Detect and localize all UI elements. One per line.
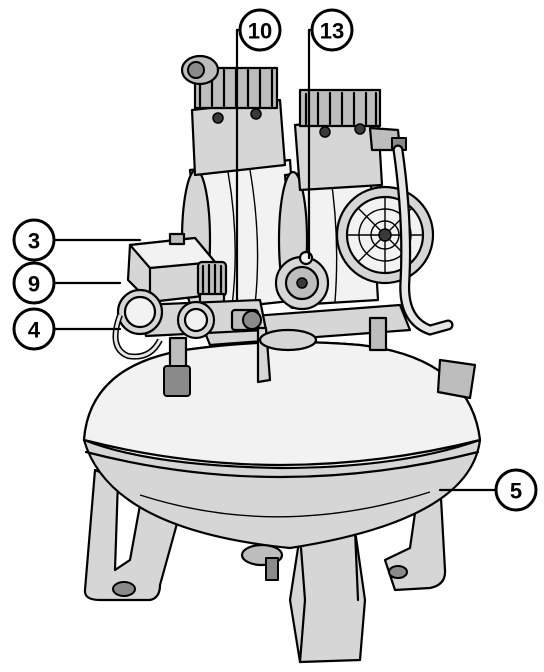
safety-valve-pin (298, 250, 314, 266)
check-valve (274, 255, 330, 311)
outlet-hose (392, 144, 454, 336)
callout-10: 10 (238, 8, 282, 52)
callout-10-label: 10 (248, 19, 272, 44)
callout-4-label: 4 (28, 318, 41, 343)
callout-13-label: 13 (320, 19, 344, 44)
callout-13: 13 (310, 8, 354, 52)
callout-9: 9 (12, 261, 56, 305)
manifold (112, 288, 318, 397)
callout-3-label: 3 (28, 229, 40, 254)
cylinder-heads (180, 54, 407, 192)
callout-4: 4 (12, 307, 56, 351)
callout-9-label: 9 (28, 272, 40, 297)
tank-stand (83, 468, 447, 664)
pump-bracket (198, 303, 477, 400)
callout-3: 3 (12, 218, 56, 262)
callout-5-label: 5 (510, 479, 522, 504)
callout-5: 5 (494, 468, 538, 512)
